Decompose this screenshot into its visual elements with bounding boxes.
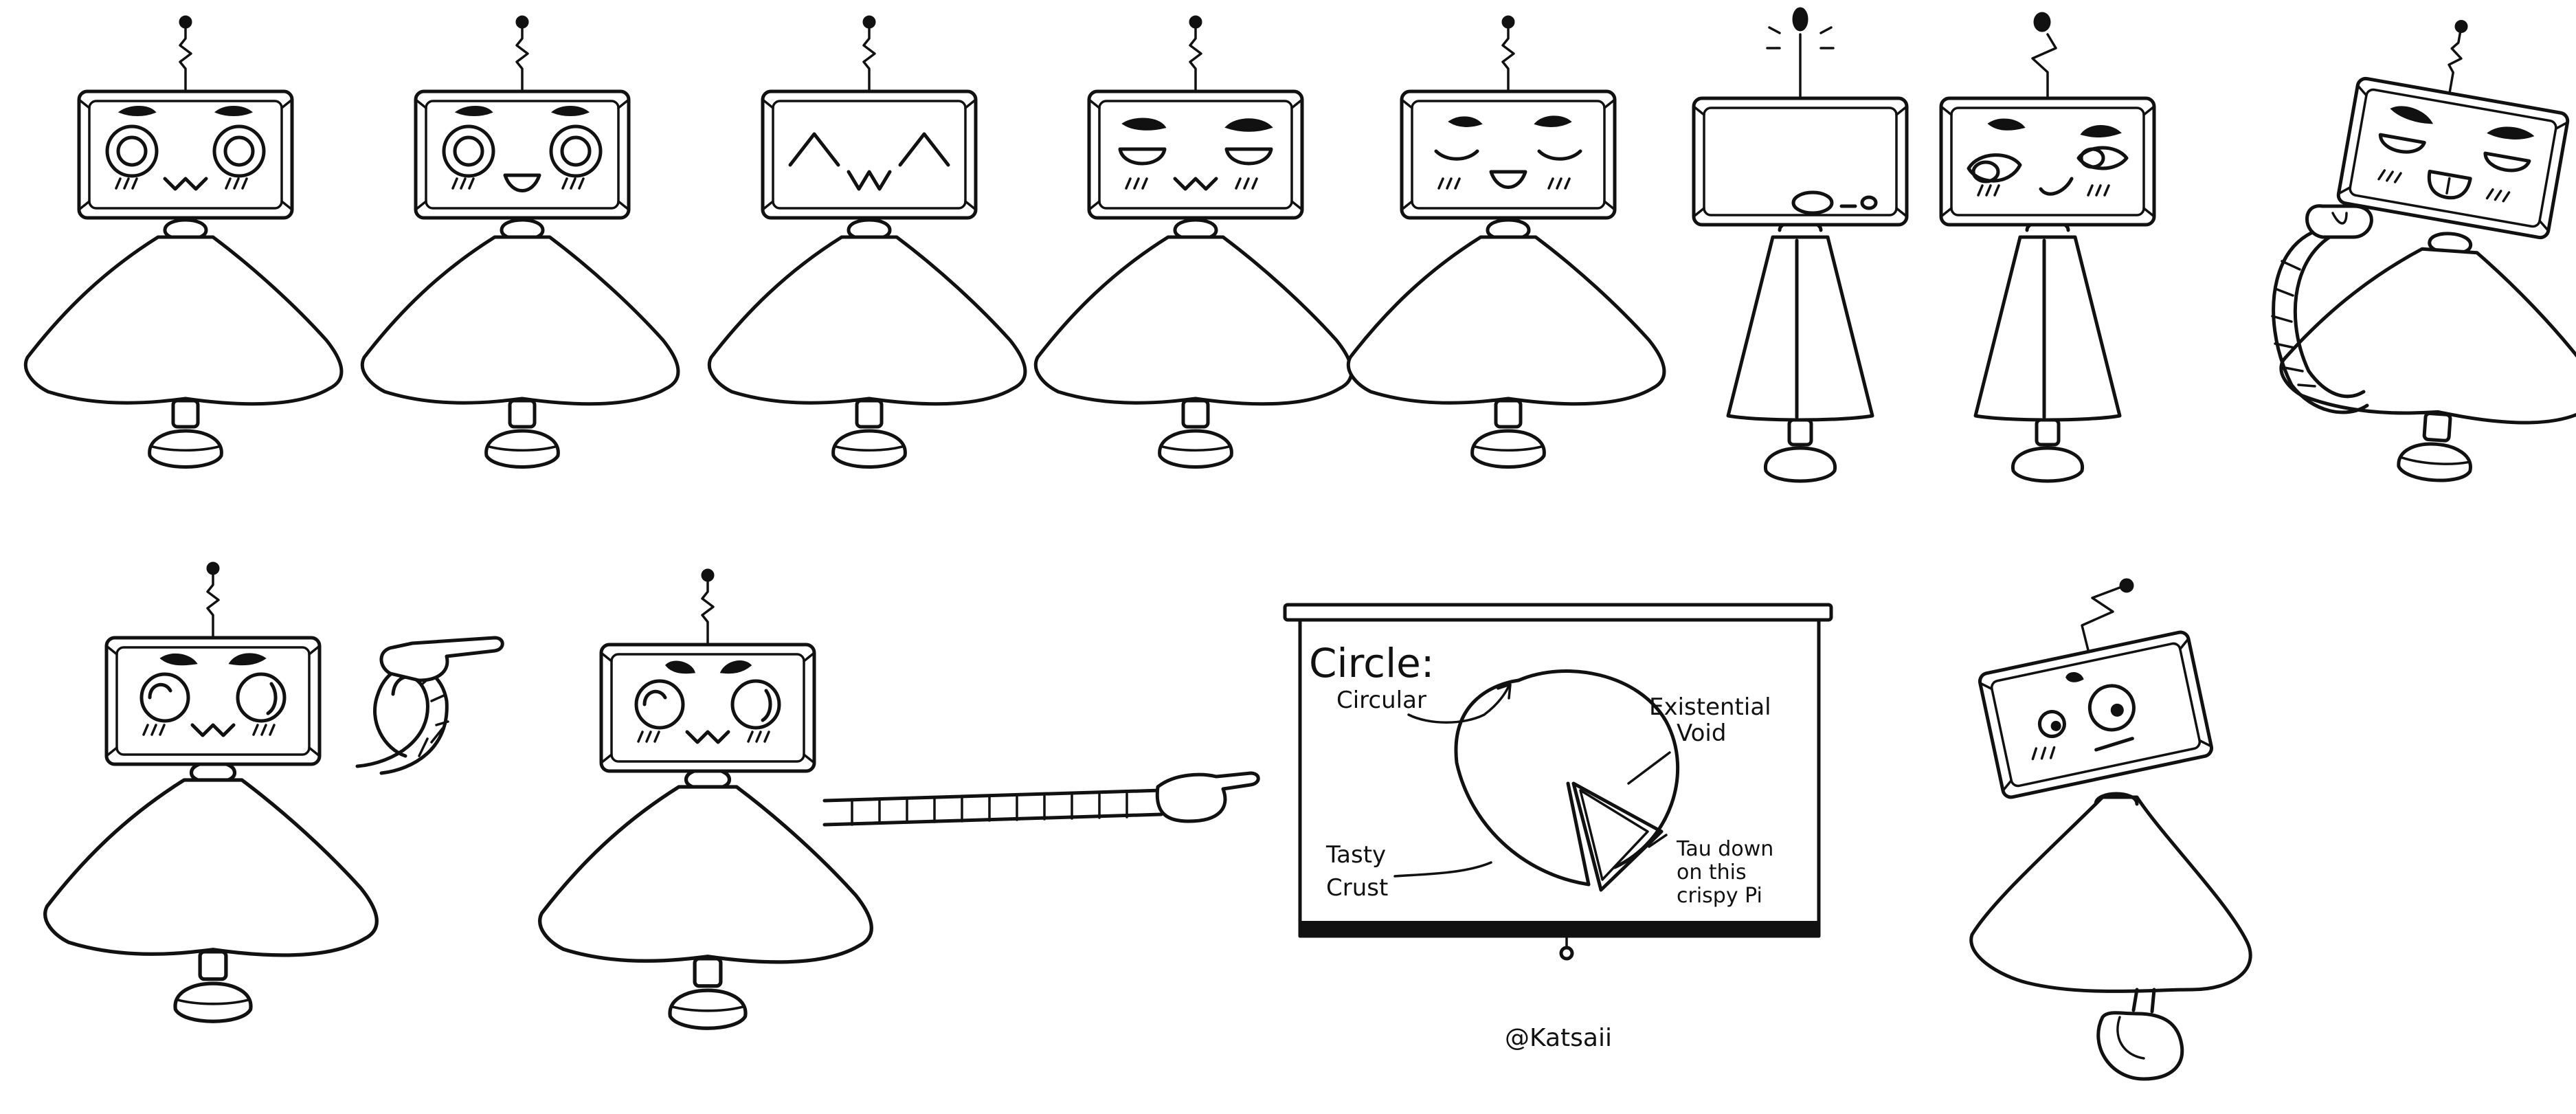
robot-startled — [1694, 7, 1907, 481]
robot-side-eye — [1941, 12, 2154, 481]
label-tasty-crust: Tasty Crust — [1325, 841, 1393, 902]
arm-coiled — [2271, 204, 2373, 414]
antenna — [2031, 12, 2057, 98]
label-tau-line3: crispy Pi — [1677, 884, 1762, 908]
robot-face — [105, 106, 266, 191]
robot-cheeky — [2271, 19, 2576, 491]
label-tau-line1: Tau down — [1676, 837, 1773, 861]
robot-face — [2377, 106, 2535, 203]
antenna-bent — [2081, 578, 2134, 654]
robot-face — [1791, 190, 1878, 215]
robot-face — [139, 653, 287, 737]
robot-joyful — [709, 15, 1025, 467]
label-existential-void-line2: Void — [1677, 720, 1726, 747]
robot-pointing-up — [45, 561, 504, 1021]
arm-raised — [355, 636, 504, 775]
label-tasty-crust-line2: Crust — [1326, 874, 1388, 902]
label-tau-down: Tau down on this crispy Pi — [1676, 837, 1780, 908]
label-existential-void-line1: Existential — [1649, 693, 1771, 721]
screen-title: Circle: — [1309, 640, 1434, 687]
artist-credit: @Katsaii — [1505, 1024, 1612, 1052]
robot-face — [442, 106, 603, 192]
label-existential-void: Existential Void — [1649, 693, 1778, 747]
label-tau-line2: on this — [1677, 860, 1747, 884]
robot-face — [1118, 118, 1273, 191]
antenna-alert — [1766, 7, 1835, 98]
robot-content — [1348, 15, 1664, 467]
robot-face — [1967, 118, 2129, 197]
robot-smiling — [362, 15, 678, 467]
robot-smug — [1035, 15, 1352, 467]
robot-face — [788, 132, 950, 191]
arm-extended — [822, 771, 1260, 827]
robot-pointing-right — [540, 568, 1260, 1028]
presentation-screen: Circle: Circular Existential Void Tasty … — [1283, 603, 1833, 961]
label-tasty-crust-line1: Tasty — [1325, 841, 1386, 869]
robot-face — [1434, 115, 1582, 190]
robot-face — [2031, 672, 2136, 761]
robot-happy — [25, 15, 341, 467]
pie-chart — [1454, 669, 1680, 892]
label-circular: Circular — [1336, 687, 1426, 714]
robot-puzzled — [1969, 578, 2252, 1081]
robot-face — [634, 660, 781, 744]
robot-body-tilted — [1969, 792, 2252, 1081]
